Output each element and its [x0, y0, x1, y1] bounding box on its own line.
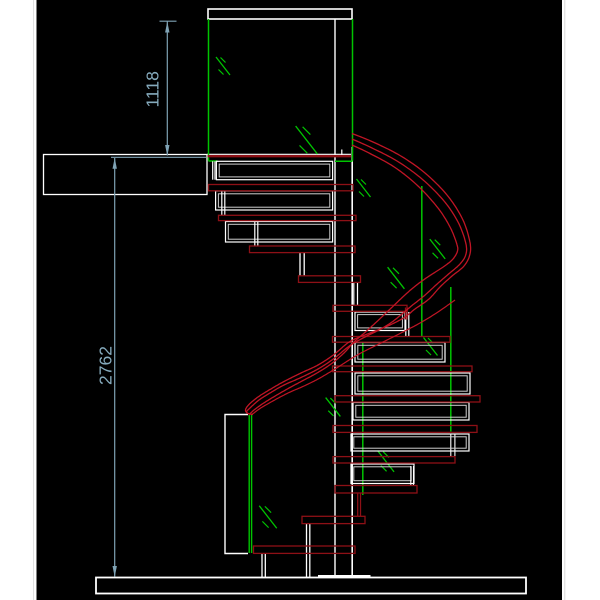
- svg-text:1118: 1118: [143, 71, 163, 107]
- svg-text:2762: 2762: [96, 346, 116, 385]
